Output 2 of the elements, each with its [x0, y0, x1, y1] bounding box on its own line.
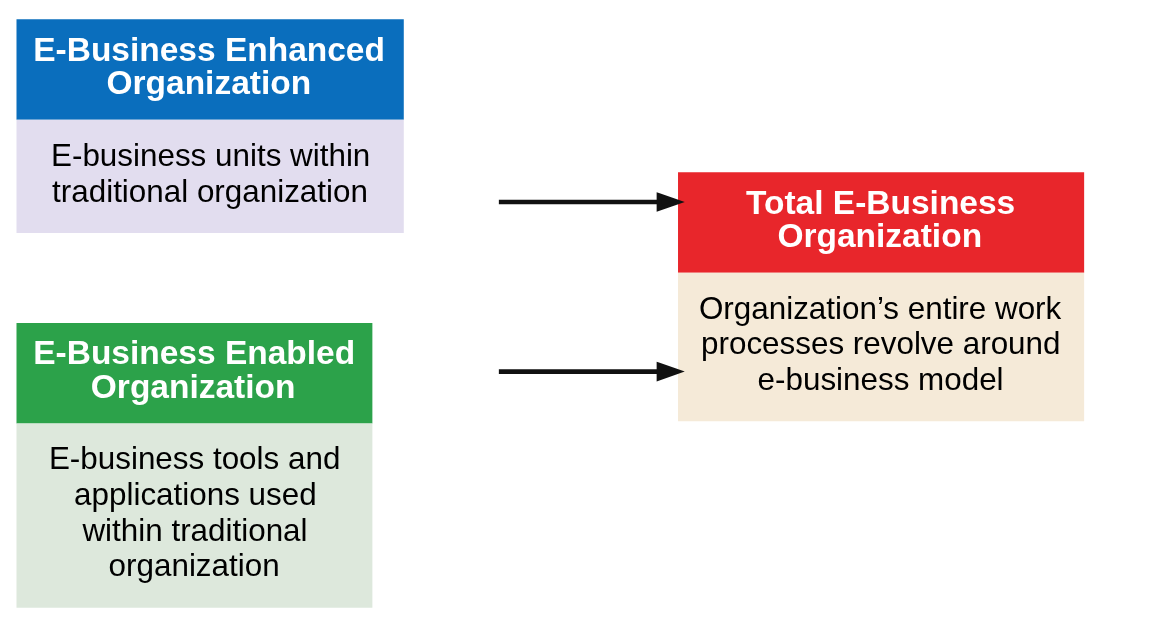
arrow — [498, 191, 685, 212]
arrow — [498, 361, 685, 381]
